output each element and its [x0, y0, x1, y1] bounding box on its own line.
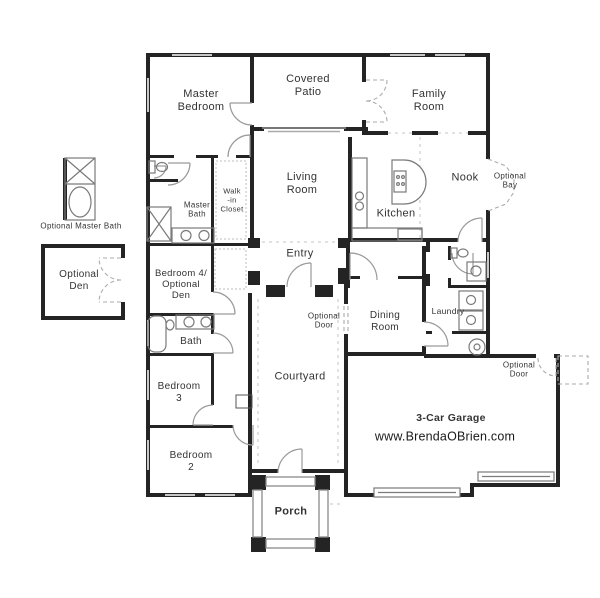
garage-doors: [373, 471, 555, 498]
room-label-kitchen: Kitchen: [376, 207, 416, 220]
optional-features-group: [98, 79, 589, 409]
watermark-url: www.BrendaOBrien.com: [374, 429, 516, 444]
room-label-optional-den: Optional Den: [59, 269, 99, 292]
room-label-bedroom2: Bedroom 2: [169, 450, 213, 473]
room-label-courtyard: Courtyard: [274, 370, 326, 383]
note-optional-door-garage: Optional Door: [502, 360, 536, 379]
room-label-dining-room: Dining Room: [369, 310, 401, 333]
room-label-laundry: Laundry: [431, 305, 465, 316]
room-label-living-room: Living Room: [286, 171, 318, 196]
note-optional-bay: Optional Bay: [493, 171, 527, 190]
room-label-garage: 3-Car Garage: [416, 411, 486, 424]
room-label-master-bath: Master Bath: [183, 200, 211, 219]
room-label-nook: Nook: [451, 171, 479, 184]
kitchen-fixtures: [351, 157, 427, 242]
room-label-covered-patio: Covered Patio: [286, 73, 330, 98]
optional-master-bath-diagram: [64, 157, 96, 221]
note-optional-master-bath: Optional Master Bath: [40, 221, 122, 231]
room-label-porch: Porch: [274, 505, 308, 518]
hall-bath-fixtures: [147, 314, 215, 353]
sliding-door: [262, 127, 346, 133]
doors-group: [153, 102, 483, 474]
room-label-bedroom4: Bedroom 4/ Optional Den: [154, 268, 208, 302]
room-label-master-bedroom: Master Bedroom: [177, 88, 225, 113]
room-label-entry: Entry: [286, 247, 314, 260]
master-bath-fixtures: [146, 160, 215, 244]
powder-laundry-fixtures: [450, 247, 487, 356]
room-label-bedroom3: Bedroom 3: [157, 381, 201, 404]
room-label-bath: Bath: [180, 336, 202, 348]
room-label-family-room: Family Room: [411, 88, 447, 113]
room-label-walk-in-closet: Walk -in Closet: [220, 186, 244, 214]
note-optional-door-courtyard: Optional Door: [307, 311, 341, 330]
porch-rails: [252, 476, 329, 549]
